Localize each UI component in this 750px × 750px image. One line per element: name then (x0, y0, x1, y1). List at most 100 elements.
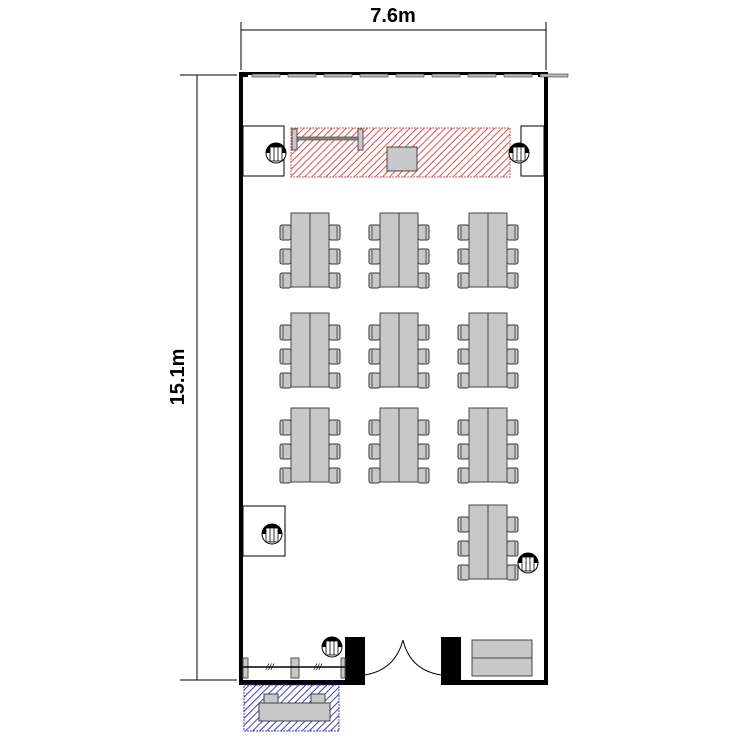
chair (328, 372, 341, 389)
chair (417, 224, 430, 241)
chair (506, 443, 519, 460)
chair (279, 324, 292, 341)
shoe-rack: /// /// (242, 657, 346, 679)
chair (417, 372, 430, 389)
table (468, 212, 489, 288)
chair (457, 224, 470, 241)
chair (279, 248, 292, 265)
chair (328, 248, 341, 265)
outlet-icon (261, 523, 283, 545)
table (379, 312, 400, 388)
chair (417, 443, 430, 460)
window (287, 73, 317, 78)
window (503, 73, 533, 78)
table (309, 407, 330, 483)
table (487, 212, 508, 288)
svg-text:///: /// (313, 662, 323, 672)
table (487, 312, 508, 388)
whiteboard (291, 128, 364, 151)
window (539, 73, 569, 78)
chair (279, 348, 292, 365)
chair (506, 224, 519, 241)
height-label: 15.1m (167, 349, 189, 406)
chair (279, 224, 292, 241)
table-group (368, 312, 430, 389)
svg-text:///: /// (265, 662, 275, 672)
chair (328, 443, 341, 460)
window (251, 73, 281, 78)
chair (457, 348, 470, 365)
chair (506, 372, 519, 389)
chair (457, 443, 470, 460)
chair (457, 540, 470, 557)
chair (457, 419, 470, 436)
chair (417, 467, 430, 484)
chair (368, 248, 381, 265)
table (398, 312, 419, 388)
table-group (279, 312, 341, 389)
chair (328, 324, 341, 341)
table-group (279, 407, 341, 484)
table (398, 407, 419, 483)
table (379, 407, 400, 483)
window (395, 73, 425, 78)
chair (506, 324, 519, 341)
table (468, 407, 489, 483)
chair (417, 324, 430, 341)
table-group (457, 407, 519, 484)
chair (368, 324, 381, 341)
chair (506, 348, 519, 365)
chair (417, 419, 430, 436)
chair (506, 540, 519, 557)
table (290, 407, 311, 483)
chair (368, 467, 381, 484)
table (309, 312, 330, 388)
window (359, 73, 389, 78)
lectern (386, 146, 418, 172)
window (431, 73, 461, 78)
chair (457, 372, 470, 389)
table-group (368, 212, 430, 289)
chair (457, 324, 470, 341)
chair (328, 272, 341, 289)
chair (417, 348, 430, 365)
chair (368, 372, 381, 389)
chair (506, 516, 519, 533)
chair (506, 467, 519, 484)
chair (328, 224, 341, 241)
outlet-icon (508, 142, 530, 164)
table-group (457, 212, 519, 289)
chair (457, 248, 470, 265)
chair (368, 443, 381, 460)
chair (279, 443, 292, 460)
storage-cabinet (471, 639, 533, 677)
table-group (368, 407, 430, 484)
chair (279, 272, 292, 289)
chair (417, 248, 430, 265)
outlet-icon (265, 142, 287, 164)
chair (417, 272, 430, 289)
chair (457, 564, 470, 581)
table-group (457, 504, 519, 581)
table (290, 312, 311, 388)
width-dimension: 7.6m (240, 5, 547, 70)
chair (506, 419, 519, 436)
chair (457, 516, 470, 533)
chair (457, 272, 470, 289)
entrance-door[interactable] (345, 637, 461, 683)
chair (279, 419, 292, 436)
chair (368, 419, 381, 436)
chair (506, 564, 519, 581)
chair (279, 372, 292, 389)
chair (506, 272, 519, 289)
window (323, 73, 353, 78)
outlet-icon (517, 552, 539, 574)
chair (328, 419, 341, 436)
table (468, 504, 489, 580)
reception-desk (258, 693, 331, 722)
window (467, 73, 497, 78)
width-label: 7.6m (370, 5, 416, 27)
chair (328, 348, 341, 365)
height-dimension: 15.1m (167, 74, 237, 681)
